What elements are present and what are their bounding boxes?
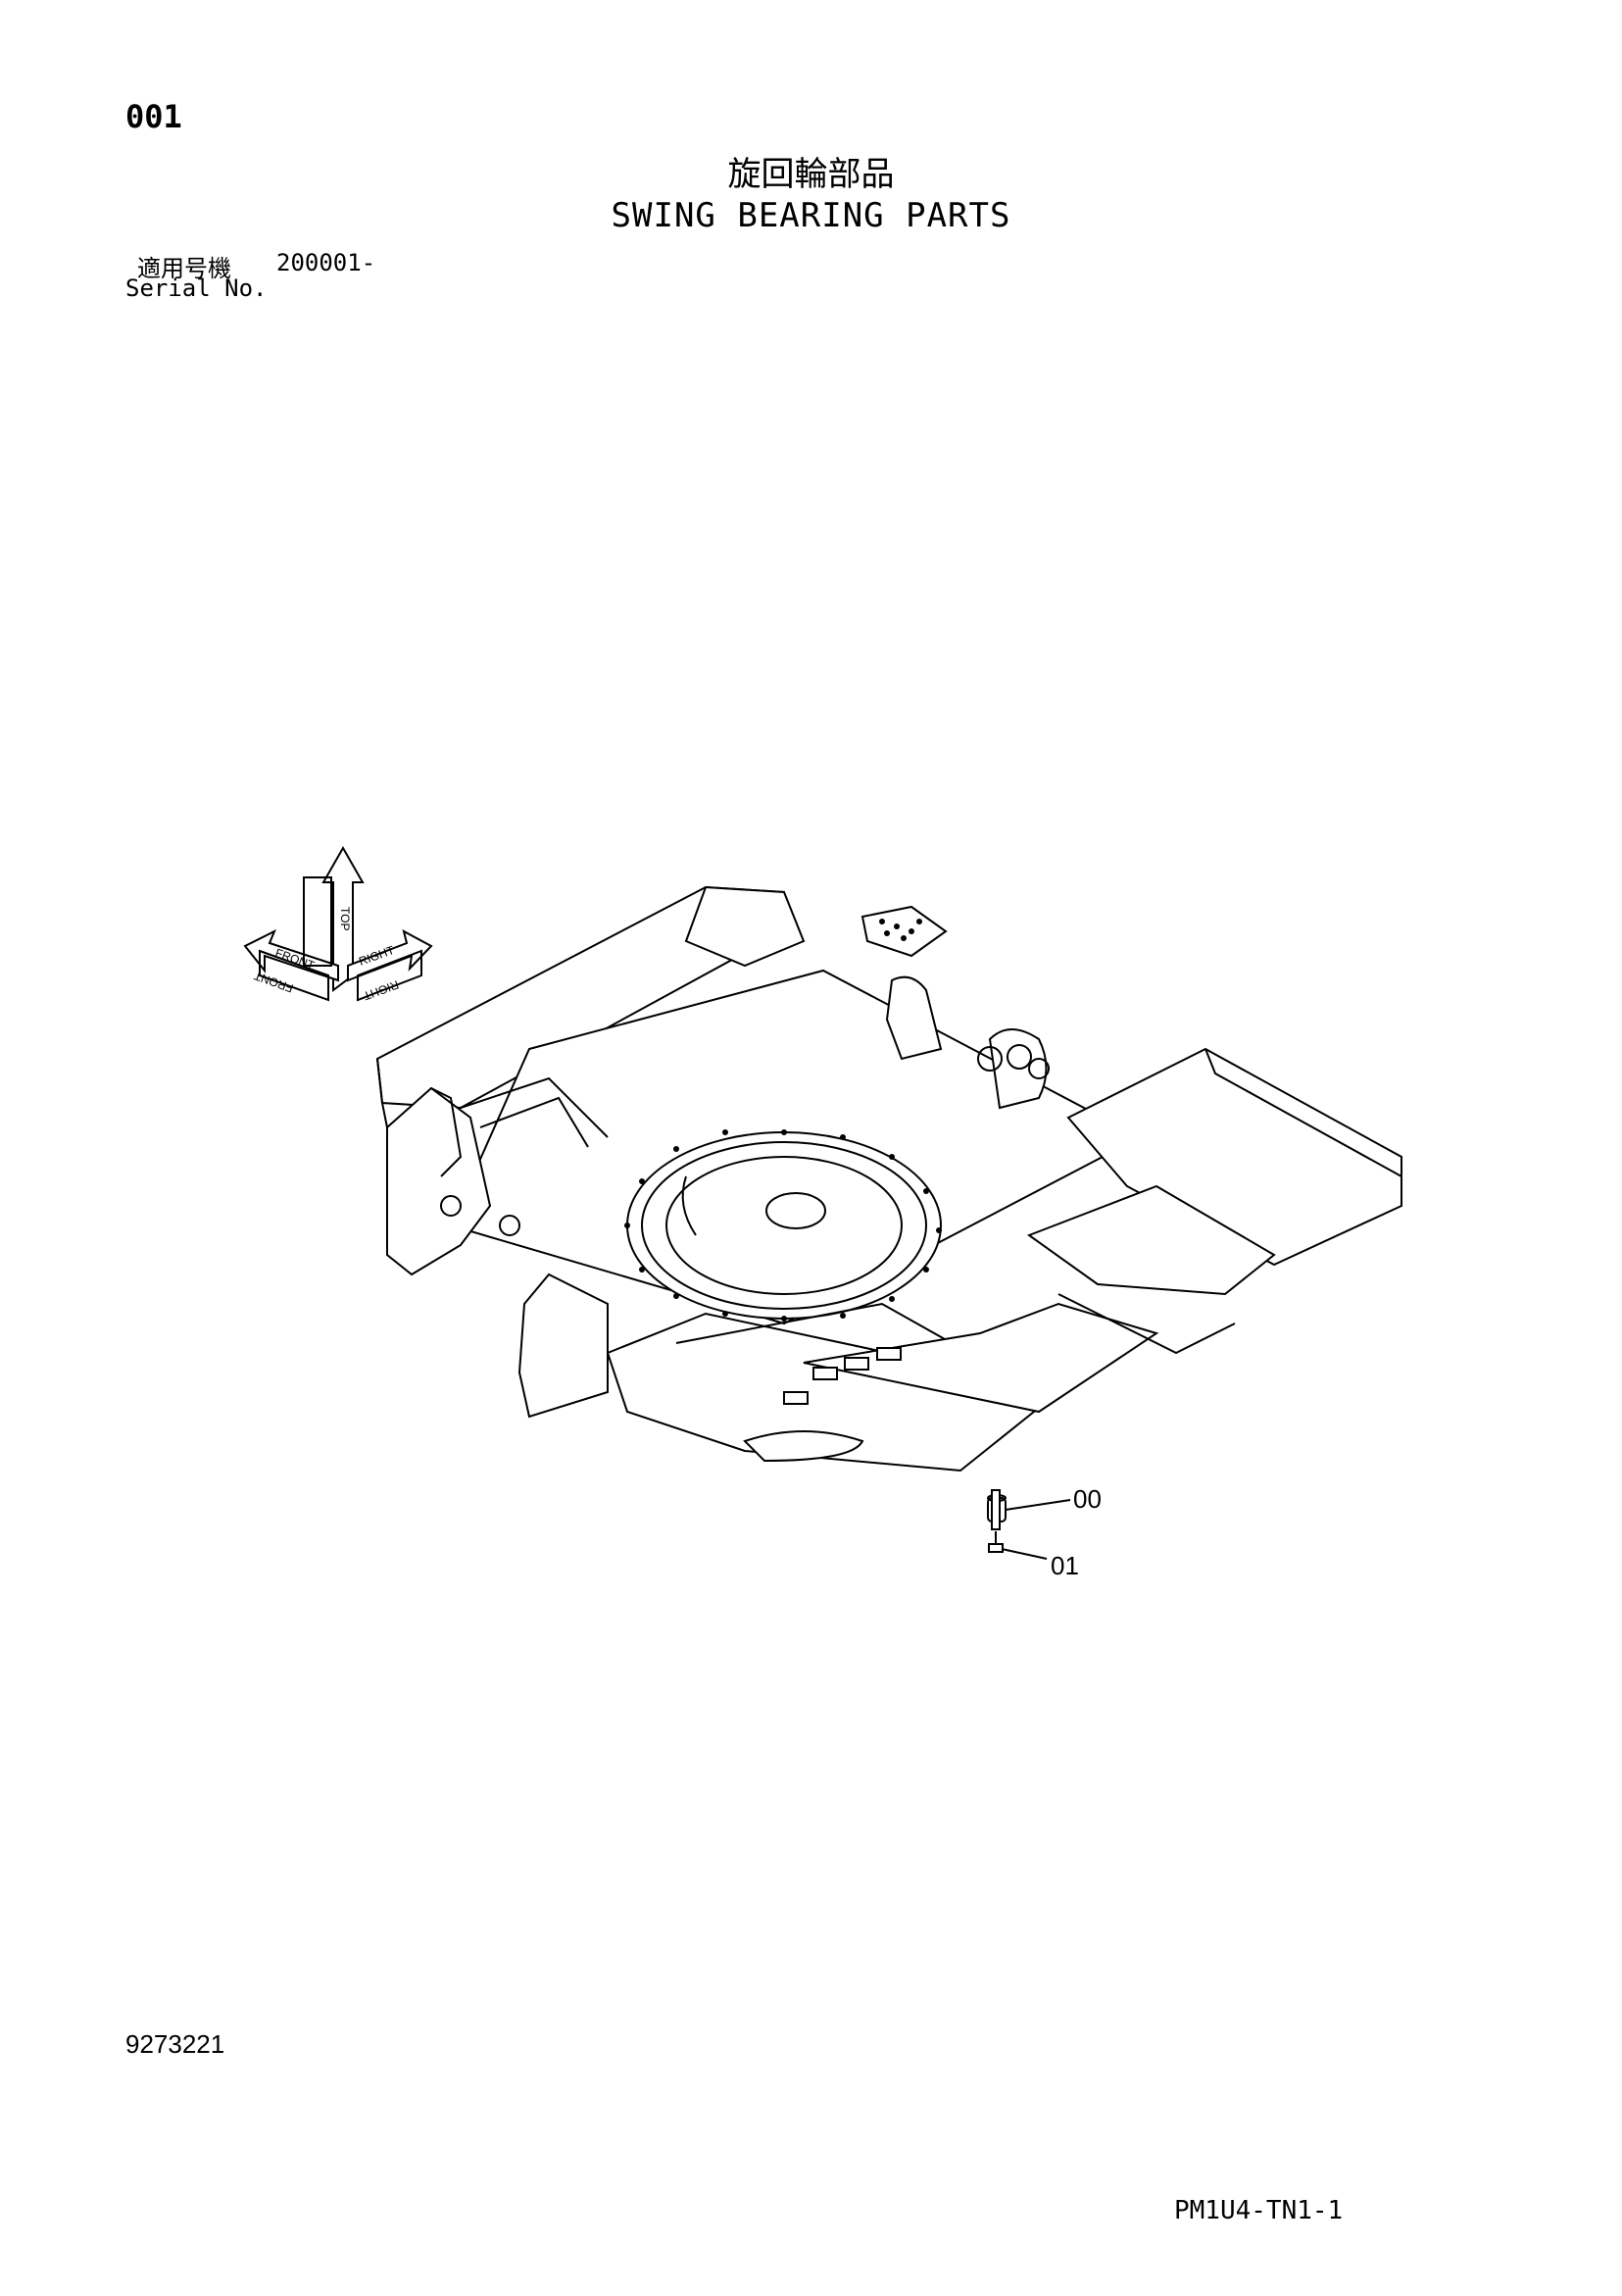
page-title-japanese: 旋回輪部品 (727, 155, 895, 194)
callout-01 (988, 1489, 1048, 1560)
document-code: PM1U4-TN1-1 (1174, 2196, 1344, 2225)
callout-label-01: 01 (1051, 1551, 1079, 1580)
direction-label-top: TOP (338, 907, 352, 930)
direction-label-right-mirror: RIGHT (361, 977, 400, 1003)
callout-label-00: 00 (1073, 1484, 1102, 1514)
drawing-number: 9273221 (125, 2029, 225, 2059)
serial-label-english: Serial No. (125, 275, 268, 302)
direction-label-front-mirror: FRONT (252, 969, 295, 996)
page-number: 001 (125, 98, 182, 135)
serial-range: 200001- (276, 249, 376, 276)
upper-frame-drawing (375, 885, 1402, 1472)
direction-indicator-icon: TOP FRONT RIGHT FRONT RIGHT (243, 845, 433, 1003)
bolt-part-icon (991, 1489, 1001, 1530)
page-title-english: SWING BEARING PARTS (611, 196, 1011, 235)
direction-label-front: FRONT (273, 946, 317, 973)
serial-label-japanese: 適用号機 (137, 255, 231, 282)
